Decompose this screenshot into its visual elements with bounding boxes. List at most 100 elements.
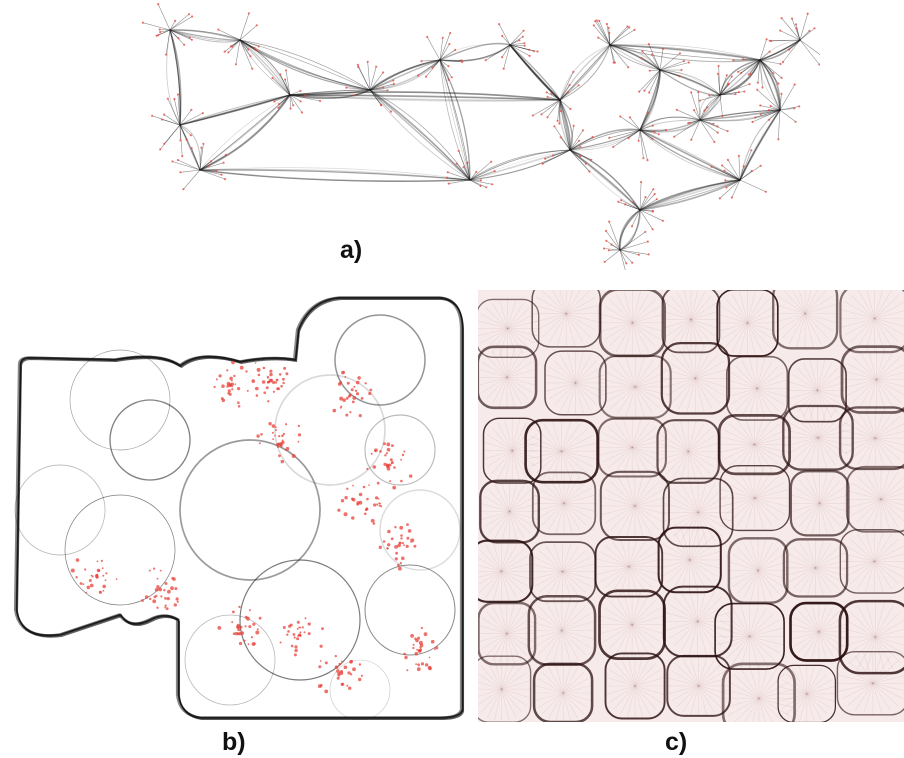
node-dot [272,438,274,441]
edge-ray [789,381,818,391]
node-dot [343,512,348,517]
node-dot [607,249,610,252]
node-dot [386,442,391,447]
node-dot [399,525,404,530]
edge-ray [662,559,690,577]
edge-ray [635,386,661,409]
edge-ray [667,495,699,513]
edge-bundle [639,116,701,131]
edge-ray [538,606,563,631]
edge-ray [662,368,696,379]
node-dot [647,43,650,46]
edge-fan [501,44,511,58]
node-dot [624,203,627,206]
edge-fan [699,94,721,101]
node-dot [91,575,94,578]
node-dot [354,389,358,392]
edge-ray [806,669,822,695]
edge-fan [532,99,561,116]
edge-ray [658,443,689,452]
edge-ray [680,421,689,452]
edge-ray [737,547,759,571]
edge-bundle [699,94,722,121]
edge-ray [555,503,565,534]
edge-ray [509,495,535,512]
edge-ray [506,377,536,386]
cell-boundary-bundle [479,479,540,544]
edge-ray [506,633,528,656]
node-dot [385,463,389,467]
edge-ray [818,631,827,660]
edge-ray [841,309,875,319]
edge-fan [752,109,781,123]
edge-fan [151,115,181,126]
node-dot [751,120,754,124]
edge-ray [817,410,836,438]
node-dot [730,196,734,199]
edge-ray [599,551,630,567]
edge-ray [501,672,527,690]
edge-ray [628,558,662,567]
node-dot [239,365,244,370]
edge-ray [695,378,705,413]
edge-ray [758,561,787,571]
cell-boundary-bundle [714,602,785,670]
node-dot [772,72,775,75]
circular-bundle [334,314,426,406]
node-dot [412,643,415,646]
node-dot [366,467,369,471]
node-dot [357,65,360,68]
edge-ray [686,378,696,413]
node-dot [523,42,526,45]
edge-fan [157,3,171,31]
node-dot [344,496,348,500]
edge-ray [561,450,593,467]
edge-ray [847,490,882,500]
node-dot [490,160,493,163]
edge-ray [673,512,699,537]
edge-fan [759,105,781,111]
node-dot [181,155,184,158]
node-dot [237,405,241,408]
edge-ray [690,319,712,343]
edge-ray [846,362,877,380]
node-dot [292,104,295,107]
node-dot [101,567,104,570]
circular-bundle [109,399,191,481]
node-dot [355,392,360,396]
edge-bundle [639,69,661,131]
edge-fan [169,13,190,31]
node-dot [237,387,241,391]
node-dot [521,35,524,38]
edge-fan [569,149,581,157]
edge-ray [635,378,670,388]
node-dot [96,560,99,563]
edge-ray [671,685,699,702]
node-dot [378,502,381,505]
node-dot [288,624,292,628]
node-dot [246,616,250,621]
node-dot [245,370,248,373]
edge-ray [562,667,578,694]
node-dot [100,559,103,562]
edge-fan [280,74,291,96]
edge-ray [664,512,699,522]
edge-bundle [239,39,291,96]
node-dot [182,188,185,191]
edge-fan [142,22,171,31]
edge-ray [680,591,698,622]
edge-ray [817,367,838,391]
edge-ray [628,540,646,567]
edge-ray [804,295,833,314]
edge-ray [697,495,729,513]
edge-fan [569,149,587,164]
edge-bundle [559,99,571,151]
circular-bundle [179,439,321,581]
edge-ray [734,698,760,722]
edge-fan [456,163,471,181]
edge-ray [758,570,787,580]
edge-ray [491,303,508,329]
edge-ray [754,497,773,527]
edge-ray [806,693,832,709]
edge-ray [565,290,591,314]
